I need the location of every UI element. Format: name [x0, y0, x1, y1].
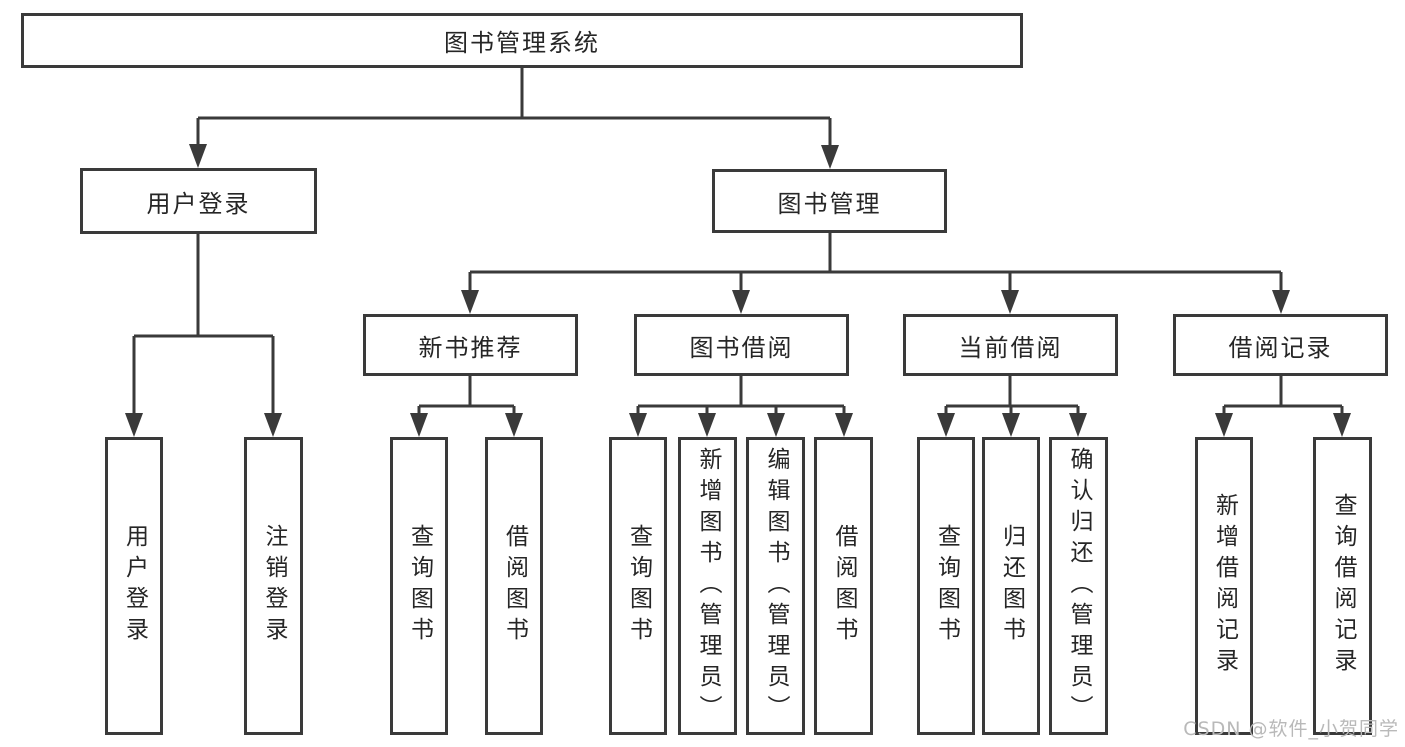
leaf-label: 查询图书 [406, 524, 433, 648]
leaf-label: 查询图书 [625, 524, 652, 648]
connectors-current-to-leaves [937, 376, 1087, 437]
leaf-confirm-return-admin: 确认归还（管理员） [1049, 437, 1108, 735]
leaf-recommend-query-books: 查询图书 [390, 437, 448, 735]
leaf-label: 新增图书（管理员） [695, 446, 721, 726]
leaf-label: 编辑图书（管理员） [763, 446, 789, 726]
leaf-label: 新增借阅记录 [1211, 493, 1238, 679]
node-label: 借阅记录 [1228, 333, 1333, 362]
connectors-root-to-level2 [189, 67, 839, 169]
node-label: 用户登录 [146, 189, 251, 218]
csdn-watermark: CSDN @软件_小贺同学 [1183, 718, 1399, 740]
leaf-return-books: 归还图书 [982, 437, 1040, 735]
node-user-login: 用户登录 [80, 168, 317, 234]
node-book-borrowing: 图书借阅 [634, 314, 849, 376]
node-label: 新书推荐 [418, 333, 523, 362]
node-library-management-system: 图书管理系统 [21, 13, 1023, 68]
leaf-edit-books-admin: 编辑图书（管理员） [746, 437, 805, 735]
leaf-label: 注销登录 [261, 524, 287, 648]
leaf-user-login: 用户登录 [105, 437, 163, 735]
connectors-records-to-leaves [1215, 376, 1351, 437]
leaf-label: 查询图书 [933, 524, 960, 648]
connectors-borrow-to-leaves [629, 376, 853, 437]
leaf-query-borrowing-record: 查询借阅记录 [1313, 437, 1372, 735]
leaf-add-borrowing-record: 新增借阅记录 [1195, 437, 1253, 735]
leaf-logout: 注销登录 [244, 437, 303, 735]
connectors-bookmgmt-to-level3 [461, 233, 1290, 314]
leaf-borrowing-query-books: 查询图书 [609, 437, 667, 735]
leaf-label: 归还图书 [998, 524, 1025, 648]
leaf-recommend-borrow-books: 借阅图书 [485, 437, 543, 735]
node-label: 图书借阅 [689, 333, 794, 362]
leaf-borrow-books: 借阅图书 [814, 437, 873, 735]
connectors-recommend-to-leaves [410, 376, 523, 437]
leaf-current-query-books: 查询图书 [917, 437, 975, 735]
node-new-book-recommend: 新书推荐 [363, 314, 578, 376]
node-label: 当前借阅 [958, 333, 1063, 362]
connectors-userlogin-to-leaves [125, 234, 282, 437]
node-current-borrowing: 当前借阅 [903, 314, 1118, 376]
leaf-label: 借阅图书 [831, 524, 857, 648]
leaf-label: 查询借阅记录 [1330, 493, 1356, 679]
leaf-label: 借阅图书 [501, 524, 528, 648]
node-label: 图书管理 [777, 189, 882, 218]
leaf-label: 用户登录 [121, 524, 148, 648]
node-label: 图书管理系统 [444, 29, 600, 57]
leaf-add-books-admin: 新增图书（管理员） [678, 437, 737, 735]
node-borrowing-records: 借阅记录 [1173, 314, 1388, 376]
leaf-label: 确认归还（管理员） [1066, 446, 1092, 726]
node-book-management: 图书管理 [712, 169, 947, 233]
